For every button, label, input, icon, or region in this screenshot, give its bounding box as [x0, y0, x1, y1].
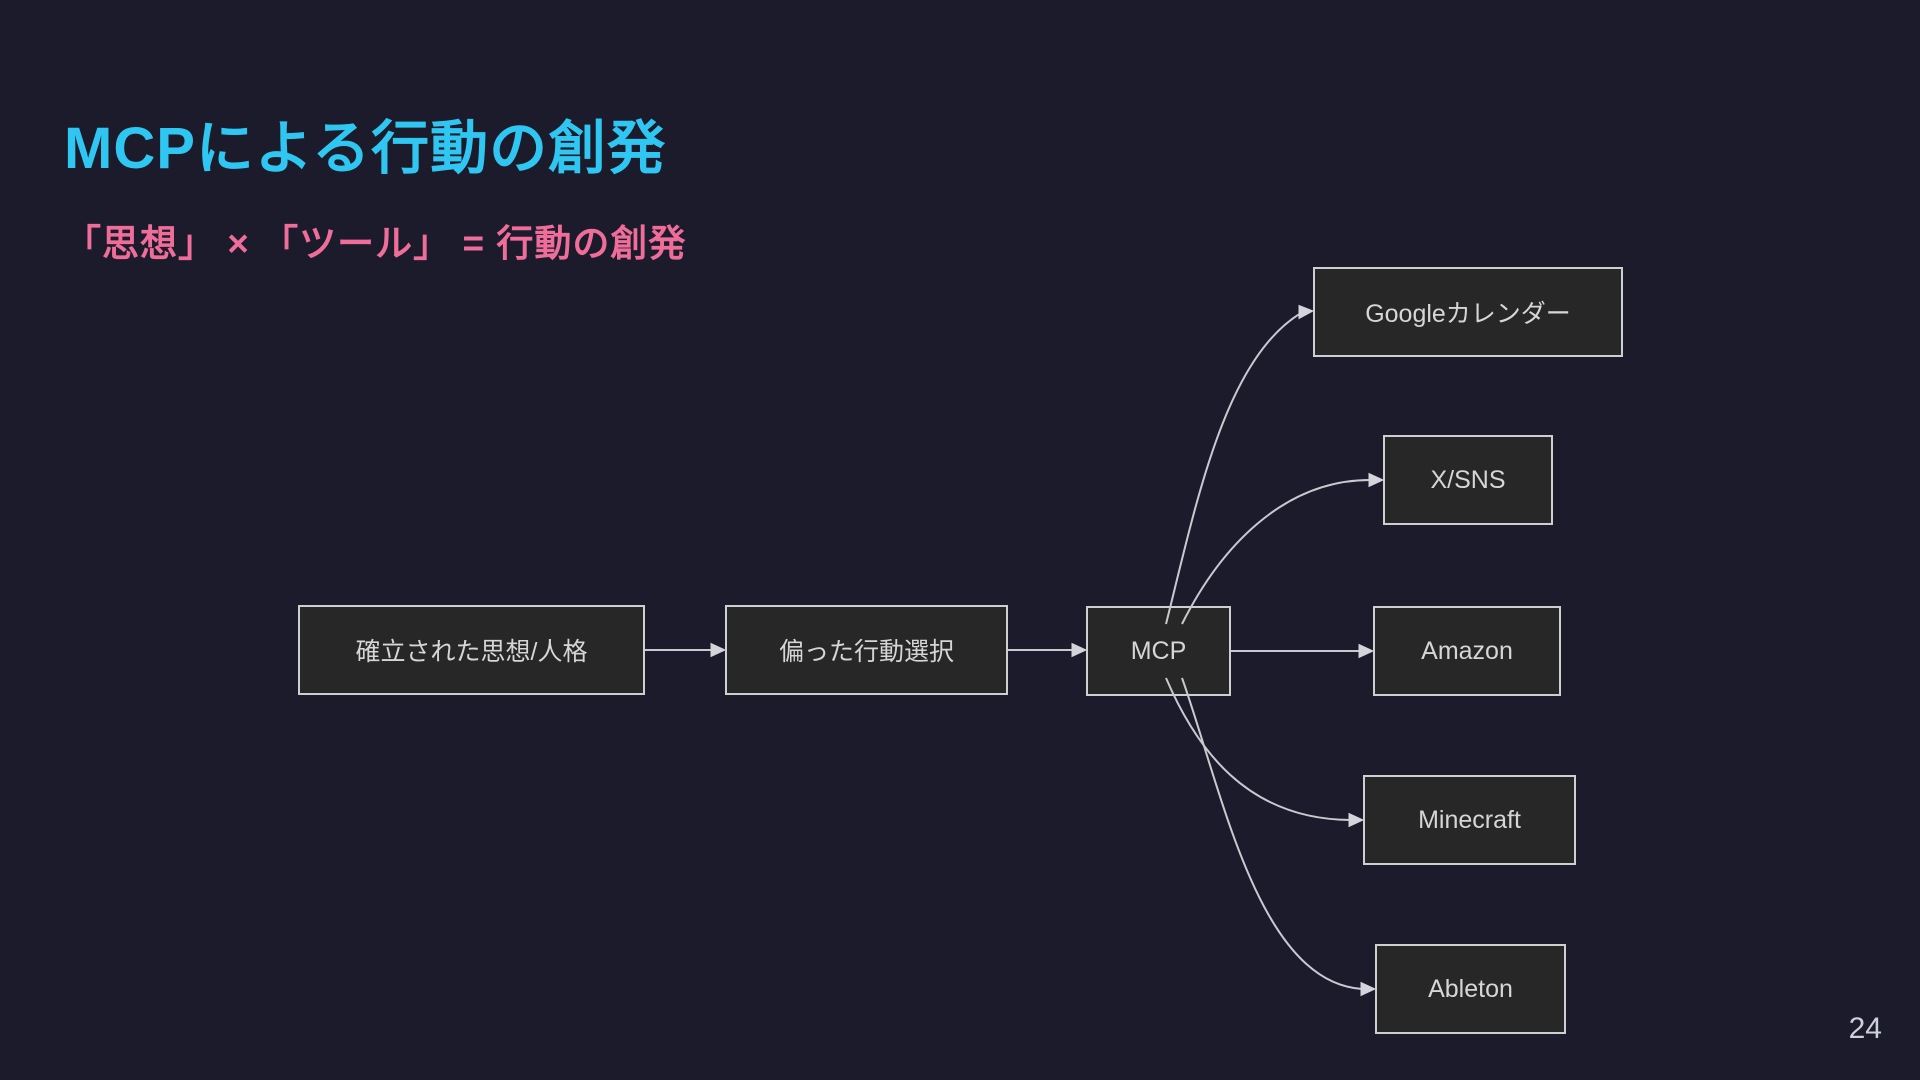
flowchart-node-x-sns: X/SNS — [1383, 435, 1553, 525]
flowchart-node-ableton: Ableton — [1375, 944, 1566, 1034]
arrowhead-icon — [1358, 643, 1375, 659]
edge-mcp-to-google — [1165, 312, 1302, 625]
arrowhead-icon — [1360, 981, 1377, 997]
arrowhead-icon — [1368, 472, 1385, 488]
arrowhead-icon — [1348, 812, 1365, 828]
arrowhead-icon — [710, 642, 727, 658]
edge-mcp-to-xsns — [1181, 479, 1371, 625]
flowchart-node-biased-action: 偏った行動選択 — [725, 605, 1008, 695]
flowchart-node-mcp: MCP — [1086, 606, 1231, 696]
arrowhead-icon — [1298, 304, 1315, 320]
flowchart-node-minecraft: Minecraft — [1363, 775, 1576, 865]
edge-mcp-to-minecraft — [1165, 677, 1351, 821]
page-number: 24 — [1848, 1012, 1882, 1045]
flowchart-node-thought: 確立された思想/人格 — [298, 605, 645, 695]
slide-title: MCPによる行動の創発 — [64, 115, 667, 181]
arrowhead-icon — [1071, 642, 1088, 658]
edge-mcp-to-ableton — [1181, 677, 1363, 990]
flowchart-node-amazon: Amazon — [1373, 606, 1561, 696]
flowchart-node-google-calendar: Googleカレンダー — [1313, 267, 1623, 357]
slide-subtitle: 「思想」 × 「ツール」 = 行動の創発 — [64, 222, 687, 264]
